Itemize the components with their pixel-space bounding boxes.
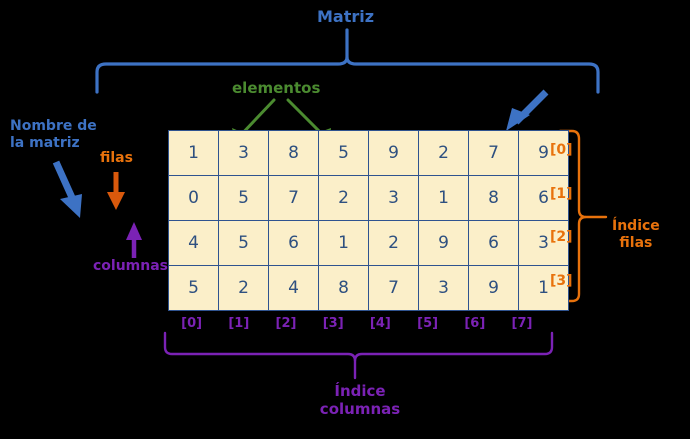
column-index-7: [7]	[511, 316, 533, 331]
indice-columnas-brace	[163, 331, 554, 380]
row-index-0: [0]	[550, 142, 573, 158]
matrix-cell-2-2: 6	[268, 220, 319, 266]
matrix-cell-3-2: 4	[268, 265, 319, 311]
matrix-pointer-arrow	[506, 89, 549, 131]
columnas-arrow	[126, 222, 142, 258]
matrix-cell-2-6: 6	[468, 220, 519, 266]
matrix-cell-1-6: 8	[468, 175, 519, 221]
matrix-cell-0-6: 7	[468, 130, 519, 176]
matrix-cell-2-5: 9	[418, 220, 469, 266]
matrix-cell-1-1: 5	[218, 175, 269, 221]
matrix-cell-3-1: 2	[218, 265, 269, 311]
column-index-0: [0]	[181, 316, 203, 331]
label-indice-filas-line2: filas	[619, 234, 653, 251]
matrix-cell-3-0: 5	[168, 265, 219, 311]
matrix-cell-2-4: 2	[368, 220, 419, 266]
matrix-cell-0-5: 2	[418, 130, 469, 176]
column-index-5: [5]	[417, 316, 439, 331]
row-index-2: [2]	[550, 229, 573, 245]
matrix-cell-3-6: 9	[468, 265, 519, 311]
matrix-cell-1-2: 7	[268, 175, 319, 221]
row-index-1: [1]	[550, 185, 573, 202]
label-filas: filas	[100, 150, 133, 166]
matrix-cell-0-2: 8	[268, 130, 319, 176]
matrix-cell-3-5: 3	[418, 265, 469, 311]
matrix-cell-1-4: 3	[368, 175, 419, 221]
column-index-1: [1]	[228, 316, 250, 331]
matrix-cell-2-3: 1	[318, 220, 369, 266]
matrix-cell-1-0: 0	[168, 175, 219, 221]
column-index-6: [6]	[464, 316, 486, 331]
label-nombre-matriz-line2: la matriz	[10, 134, 80, 151]
label-elementos: elementos	[232, 79, 321, 97]
label-indice-columnas-line2: columnas	[319, 399, 401, 418]
nombre-matriz-arrow	[52, 160, 82, 218]
label-indice-filas: Índice filas	[612, 218, 660, 251]
filas-arrow	[107, 172, 125, 210]
label-indice-columnas-line1: Índice	[334, 382, 386, 400]
label-indice-filas-line1: Índice	[612, 218, 660, 234]
label-columnas: columnas	[93, 258, 169, 274]
column-index-3: [3]	[322, 316, 344, 331]
row-index-3: [3]	[550, 272, 573, 289]
matrix-cell-1-3: 2	[318, 175, 369, 221]
matrix-cell-0-0: 1	[168, 130, 219, 176]
label-nombre-matriz: Nombre de la matriz	[10, 118, 97, 151]
matrix-cell-3-3: 8	[318, 265, 369, 311]
matrix-cell-3-7: 1	[518, 265, 569, 311]
column-index-4: [4]	[369, 316, 391, 331]
matrix-cell-2-7: 3	[518, 220, 569, 266]
matrix-cell-3-4: 7	[368, 265, 419, 311]
matrix-cell-0-3: 5	[318, 130, 369, 176]
label-indice-columnas: Índice columnas	[300, 382, 420, 418]
matriz-brace	[95, 28, 600, 94]
column-index-2: [2]	[275, 316, 297, 331]
label-nombre-matriz-line1: Nombre de	[10, 118, 97, 134]
matrix-cell-2-1: 5	[218, 220, 269, 266]
matrix-cell-1-5: 1	[418, 175, 469, 221]
matrix-cell-0-1: 3	[218, 130, 269, 176]
matrix-cell-2-0: 4	[168, 220, 219, 266]
label-matriz: Matriz	[317, 7, 375, 26]
matrix-cell-0-4: 9	[368, 130, 419, 176]
